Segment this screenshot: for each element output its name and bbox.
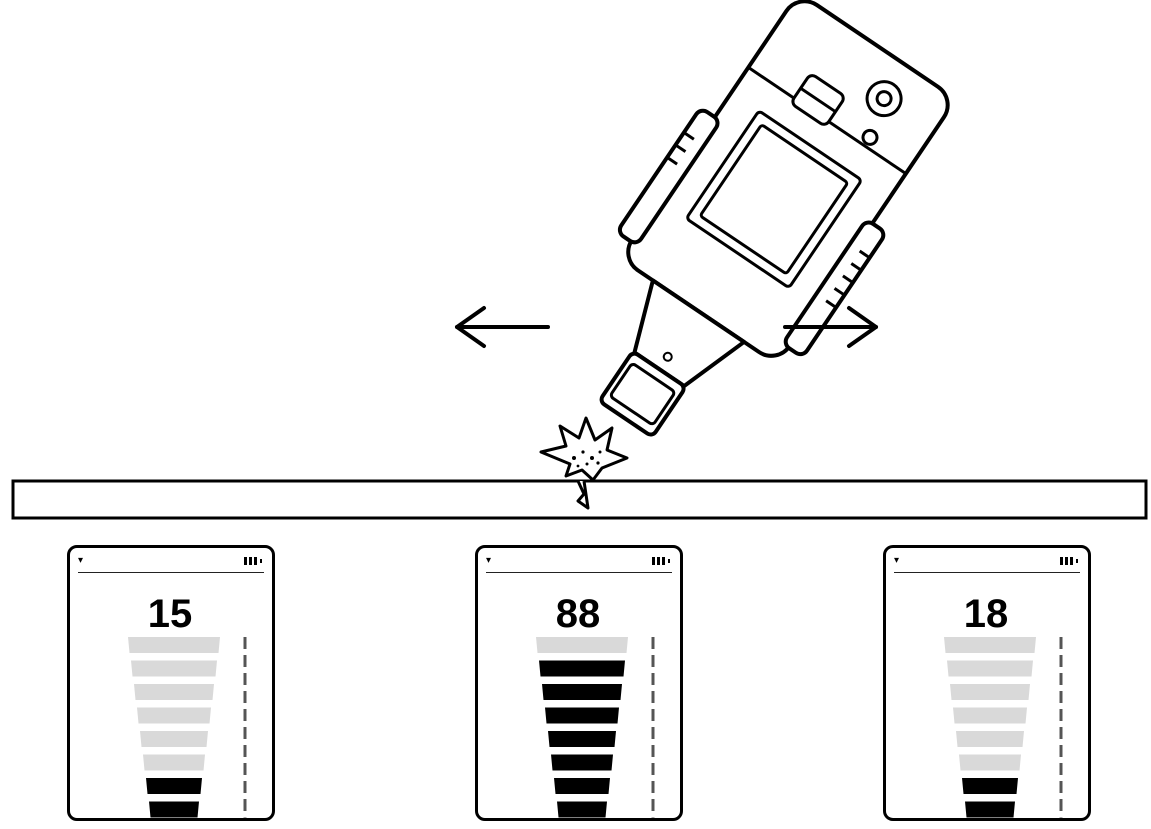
signal-bar-filled (962, 778, 1018, 794)
signal-bar-empty (128, 637, 220, 653)
battery-icon (1060, 557, 1080, 565)
signal-bar-empty (947, 660, 1033, 677)
volume-icon: ▾ (486, 555, 492, 566)
signal-bar-empty (953, 707, 1027, 724)
signal-bar-filled (149, 801, 199, 818)
signal-bar-filled (545, 707, 619, 724)
burst-icon (539, 416, 629, 482)
left-arrow (455, 306, 550, 348)
signal-bar-empty (140, 731, 208, 747)
signal-bar-empty (137, 707, 211, 724)
signal-bar-empty (959, 754, 1021, 771)
reading-value: 18 (963, 592, 1009, 636)
volume-icon: ▾ (78, 555, 84, 566)
display-screen-low: ▾ 15 (67, 545, 275, 821)
signal-bar-filled (557, 801, 607, 818)
signal-meter (536, 637, 655, 818)
signal-bar-filled (542, 684, 622, 700)
reading-value: 15 (147, 592, 193, 636)
display-screen-high: ▾ 88 (475, 545, 683, 821)
status-bar: ▾ (894, 554, 1080, 573)
signal-bar-empty (944, 637, 1036, 653)
battery-icon (652, 557, 672, 565)
handheld-detector (599, 0, 950, 437)
signal-bar-filled (539, 660, 625, 677)
signal-bar-empty (134, 684, 214, 700)
signal-bar-filled (551, 754, 613, 771)
display-screen-low-right: ▾ 18 (883, 545, 1091, 821)
signal-bar-empty (536, 637, 628, 653)
signal-bar-filled (554, 778, 610, 794)
signal-bar-empty (950, 684, 1030, 700)
reading-value: 88 (555, 592, 601, 636)
signal-bar-empty (131, 660, 217, 677)
right-arrow (783, 306, 878, 348)
signal-bar-empty (143, 754, 205, 771)
signal-bar-filled (548, 731, 616, 747)
signal-meter (944, 637, 1063, 818)
status-bar: ▾ (486, 554, 672, 573)
battery-icon (244, 557, 264, 565)
signal-bar-filled (146, 778, 202, 794)
volume-icon: ▾ (894, 555, 900, 566)
signal-bar-empty (956, 731, 1024, 747)
status-bar: ▾ (78, 554, 264, 573)
crack-mark (576, 480, 590, 510)
signal-meter (128, 637, 247, 818)
signal-bar-filled (965, 801, 1015, 818)
